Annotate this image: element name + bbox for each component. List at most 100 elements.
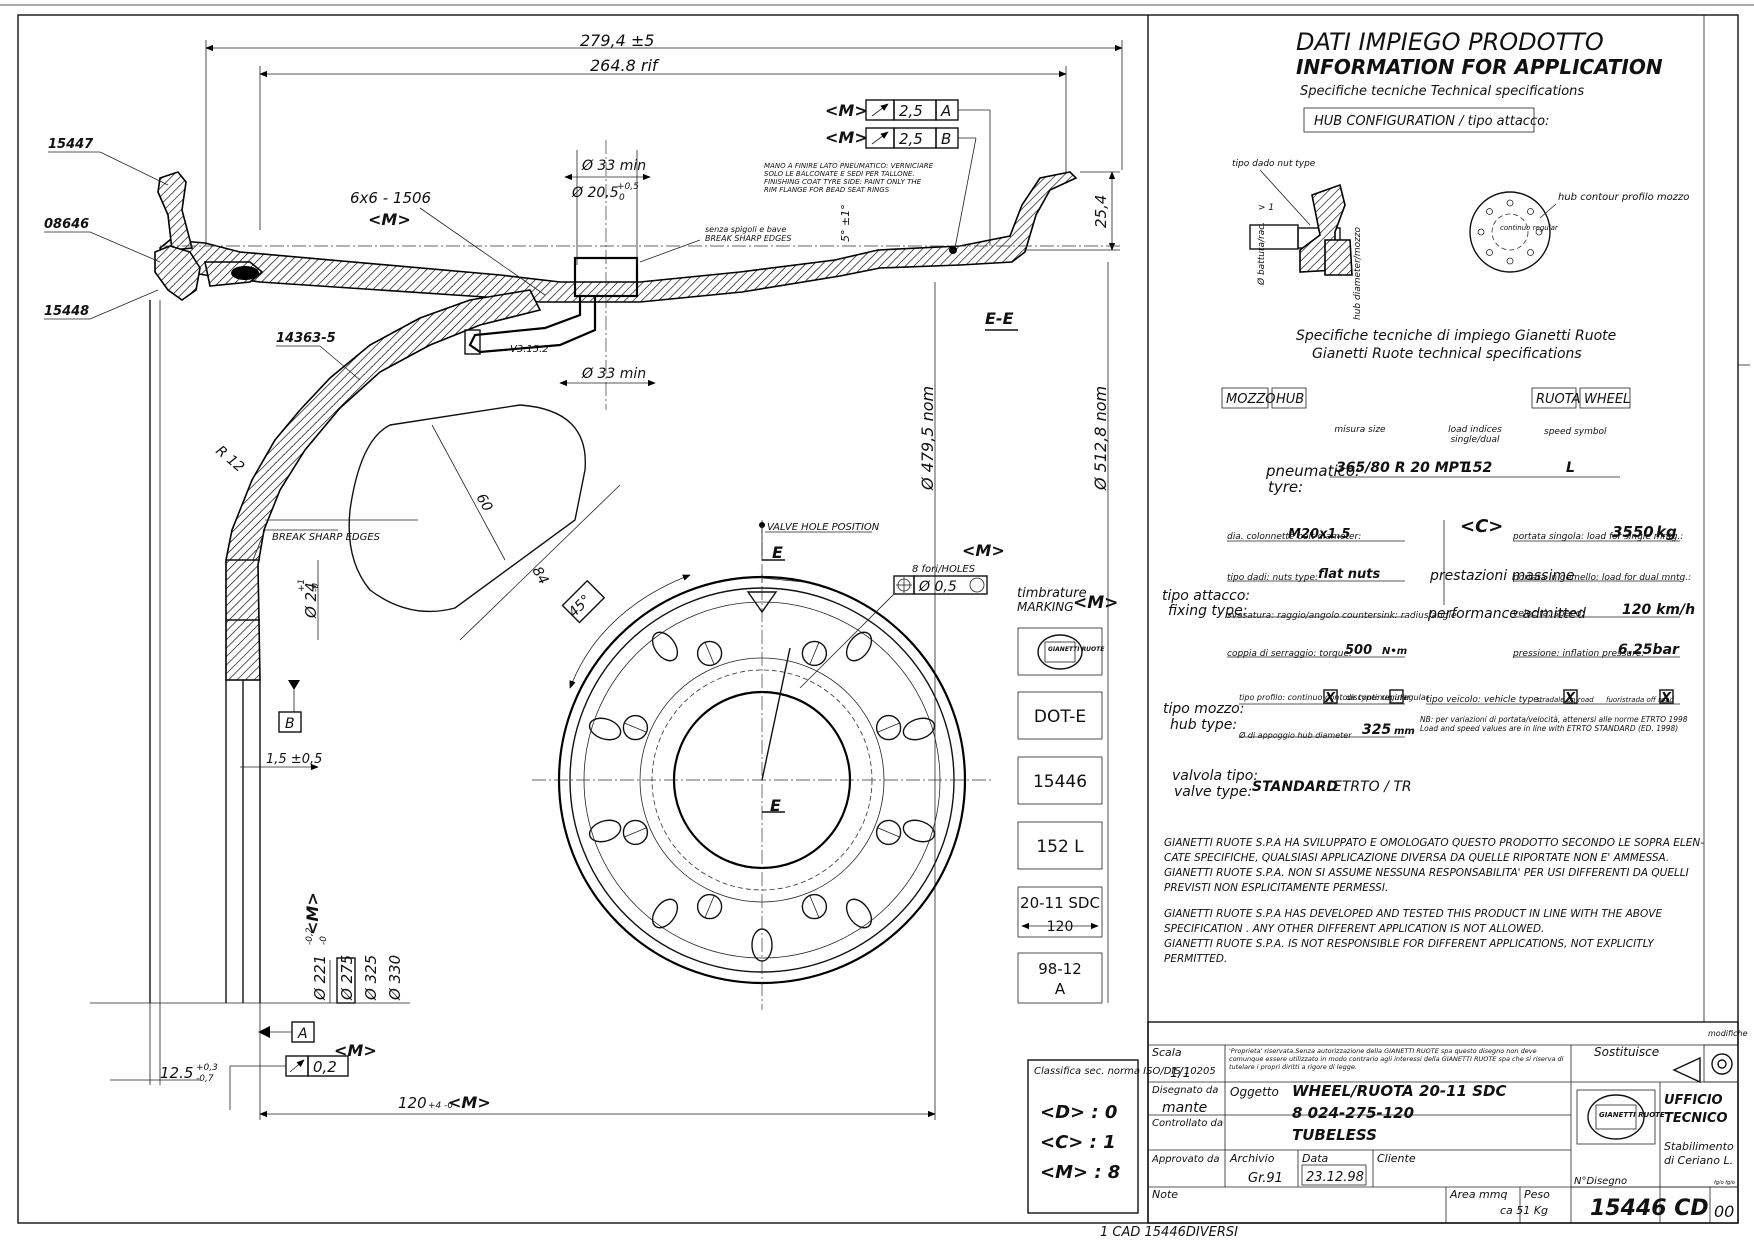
marking-dot: DOT-E: [1034, 707, 1086, 727]
svg-text:kg: kg: [1656, 523, 1677, 541]
svg-text:Peso: Peso: [1524, 1188, 1550, 1201]
part-08646: 08646: [44, 217, 89, 232]
svg-text:fg/o fg/o: fg/o fg/o: [1714, 1180, 1735, 1186]
svg-text:0: 0: [619, 193, 625, 203]
cad-reference: 1 CAD 15446DIVERSI: [1100, 1225, 1238, 1240]
fcf-runout-b: <M> 2,5 B: [825, 127, 977, 254]
svg-text:Sostituisce: Sostituisce: [1594, 1045, 1659, 1059]
svg-text:<M>: <M>: [368, 210, 411, 229]
svg-text:ETRTO / TR: ETRTO / TR: [1333, 779, 1412, 795]
svg-text:timbrature: timbrature: [1017, 586, 1087, 601]
marking-size: 20-11 SDC: [1020, 894, 1100, 912]
hub-bolt: [1506, 257, 1514, 265]
dim-hole-60: 60: [473, 491, 496, 515]
svg-text:GIANETTI RUOTE S.P.A HA SVILUP: GIANETTI RUOTE S.P.A HA SVILUPPATO E OMO…: [1164, 837, 1704, 849]
hand-hole: [845, 898, 873, 929]
svg-text:performance admitted: performance admitted: [1427, 606, 1586, 622]
pressure-value: 6.25bar: [1618, 642, 1680, 658]
svg-text:> 1: > 1: [1258, 203, 1274, 213]
svg-text:svasatura: raggio/angolo count: svasatura: raggio/angolo countersink: ra…: [1227, 611, 1457, 621]
object-code: 8 024-275-120: [1292, 1104, 1414, 1122]
svg-text:GIANETTI RUOTE S.P.A. NON SI A: GIANETTI RUOTE S.P.A. NON SI ASSUME NESS…: [1164, 867, 1689, 879]
archive-value: Gr.91: [1248, 1171, 1283, 1186]
dim-width-ref: 264.8 rif: [590, 56, 660, 75]
svg-text:BREAK SHARP EDGES: BREAK SHARP EDGES: [272, 532, 381, 543]
svg-text:Data: Data: [1302, 1152, 1329, 1165]
svg-text:continuo regular: continuo regular: [1500, 224, 1559, 232]
hub-bolt: [1486, 249, 1493, 256]
torque-value: 500: [1345, 643, 1372, 658]
svg-text:B: B: [941, 130, 951, 148]
svg-text:stradale on road: stradale on road: [1536, 696, 1594, 704]
svg-text:Area mmq: Area mmq: [1449, 1188, 1507, 1201]
svg-text:-0,2: -0,2: [305, 927, 315, 945]
svg-text:B: B: [285, 716, 295, 732]
svg-text:di Ceriano L.: di Ceriano L.: [1664, 1154, 1733, 1167]
bolt-hole: [875, 714, 902, 741]
svg-text:Ø 0,5: Ø 0,5: [918, 579, 957, 595]
svg-text:tipo veicolo: vehicle type:: tipo veicolo: vehicle type:: [1426, 695, 1542, 705]
svg-text:mm: mm: [1394, 726, 1415, 737]
svg-text:HUB: HUB: [1276, 392, 1304, 407]
bolt-diameter: M20x1.5: [1288, 527, 1350, 542]
svg-text:Classifica sec. norma ISO/DIS: Classifica sec. norma ISO/DIS 10205: [1034, 1066, 1216, 1077]
dim-valve-bore: Ø 20,5: [571, 185, 619, 201]
bolt-hole: [696, 640, 723, 667]
valve-code: V3.15.2: [510, 344, 549, 355]
svg-text:Ø battuta/rac.: Ø battuta/rac.: [1256, 222, 1267, 286]
weight-value: ca 51 Kg: [1500, 1204, 1548, 1217]
dim-flange-height: 25,4: [1092, 195, 1110, 228]
svg-text:+1: +1: [297, 579, 307, 592]
dim-dia-325: Ø 325: [362, 955, 380, 1001]
dim-taper-angle: 5° ±1°: [839, 204, 852, 242]
svg-text:+0,5: +0,5: [617, 182, 639, 192]
bolt-hole: [801, 893, 828, 920]
svg-text:PERMITTED.: PERMITTED.: [1164, 953, 1227, 965]
svg-text:velocità: speed:: velocità: speed:: [1513, 609, 1584, 619]
svg-text:E: E: [770, 796, 781, 815]
valve-type: STANDARD: [1252, 779, 1338, 795]
svg-text:portata singola: load for sing: portata singola: load for single mntg.:: [1512, 532, 1683, 542]
svg-text:<M>: <M>: [303, 892, 322, 935]
svg-text:X: X: [1660, 691, 1672, 706]
svg-text:coppia di serraggio: torque:: coppia di serraggio: torque:: [1227, 649, 1352, 659]
svg-text:<M>: <M>: [334, 1041, 377, 1060]
load-single: 3550: [1612, 523, 1654, 541]
classification-box: Classifica sec. norma ISO/DIS 10205 <D> …: [1027, 1059, 1216, 1214]
svg-text:tipo profilo: continuo contour: tipo profilo: continuo contour type: reg…: [1239, 693, 1411, 702]
hub-bolt: [1486, 208, 1493, 215]
paint-note: MANO A FINIRE LATO PNEUMATICO: VERNICIAR…: [764, 162, 934, 194]
svg-text:MOZZO: MOZZO: [1226, 392, 1276, 407]
marking-load: 152 L: [1036, 837, 1084, 857]
svg-text:Gianetti Ruote technical speci: Gianetti Ruote technical specifications: [1312, 346, 1582, 362]
svg-text:hub contour profilo mozzo: hub contour profilo mozzo: [1558, 192, 1689, 203]
svg-text:Ø di appoggio hub diameter: Ø di appoggio hub diameter: [1238, 730, 1352, 740]
svg-text:MARKING: MARKING: [1017, 600, 1074, 614]
marking-date: 98-12: [1038, 960, 1082, 978]
svg-text:tipo mozzo:: tipo mozzo:: [1163, 701, 1244, 717]
svg-text:<C>: <C>: [1460, 516, 1503, 537]
svg-text:2,5: 2,5: [899, 102, 923, 120]
svg-text:PREVISTI NON ESPLICITAMENTE PE: PREVISTI NON ESPLICITAMENTE PERMESSI.: [1164, 882, 1388, 894]
dim-valve-hole-bottom: Ø 33 min: [581, 366, 646, 382]
runout-tol: 0,2: [313, 1058, 337, 1076]
svg-text:GIANETTI RUOTE: GIANETTI RUOTE: [1599, 1111, 1665, 1119]
svg-text:WHEEL: WHEEL: [1584, 392, 1630, 407]
svg-text:RUOTA: RUOTA: [1536, 392, 1580, 407]
hub-bolt: [1527, 208, 1534, 215]
datum-a: [291, 1021, 315, 1043]
hand-hole: [588, 819, 622, 843]
drawing-number: 15446 CD: [1590, 1196, 1709, 1221]
part-14363: 14363-5: [276, 331, 336, 346]
svg-text:<M>: <M>: [825, 128, 868, 147]
marking-logo: [1037, 634, 1083, 670]
svg-text:Scala: Scala: [1152, 1046, 1182, 1059]
bolt-hole: [622, 819, 649, 846]
hand-hole: [651, 898, 679, 929]
scale-value: 1/1: [1170, 1066, 1191, 1081]
svg-text:fuoristrada off road: fuoristrada off road: [1606, 696, 1675, 704]
svg-text:GIANETTI RUOTE: GIANETTI RUOTE: [1048, 646, 1105, 653]
svg-text:tipo dado nut type: tipo dado nut type: [1232, 159, 1316, 169]
front-view-annotations: VALVE HOLE POSITION E E 45° <M> 8 fori/H…: [561, 522, 1005, 815]
